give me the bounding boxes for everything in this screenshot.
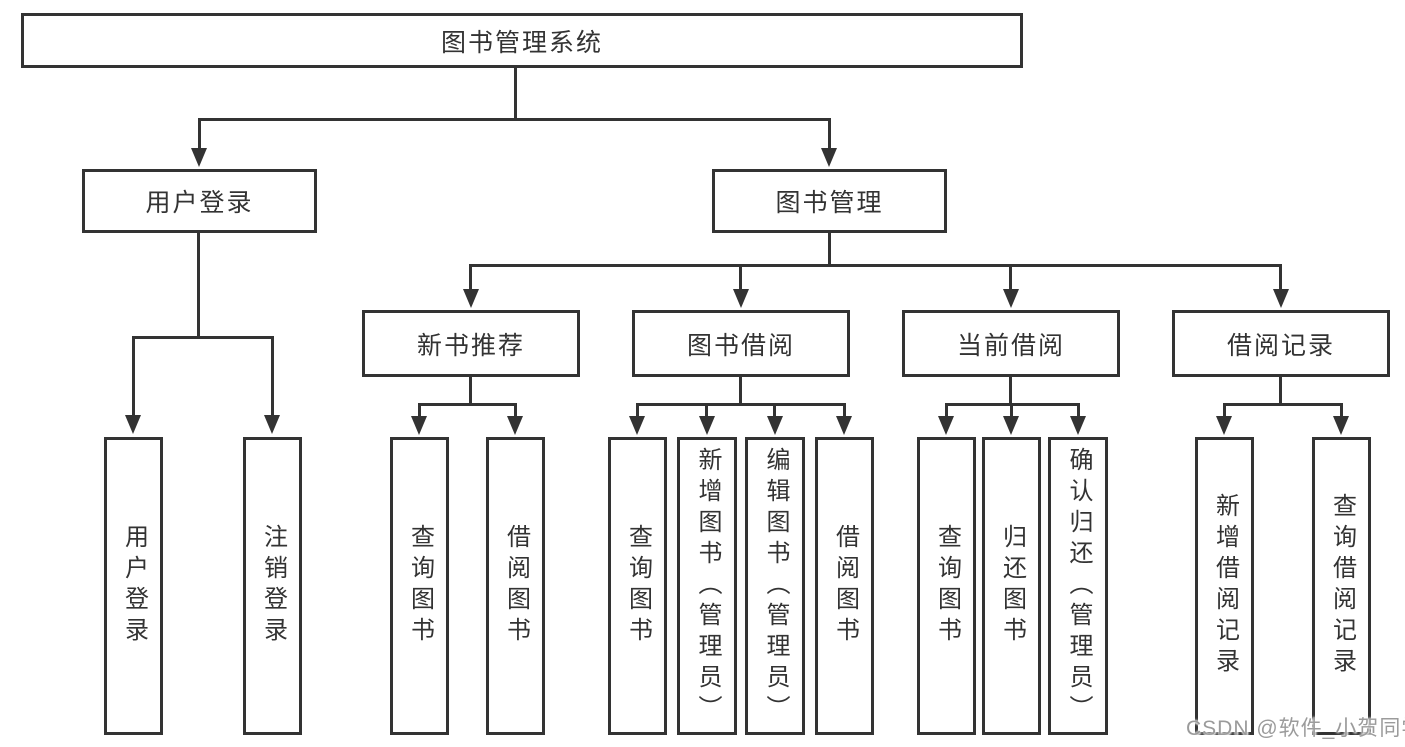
connector-borrowrecord-rail [1223,403,1343,406]
arrowhead-icon [629,416,645,435]
arrowhead-icon [264,415,280,434]
leaf-user-login: 用户登录 [104,437,163,735]
connector-stub [945,403,948,417]
node-root: 图书管理系统 [21,13,1023,68]
connector-currentborrow-stem [1009,377,1012,403]
node-user-login: 用户登录 [82,169,317,233]
connector-stub [1010,403,1013,417]
connector-stub [271,336,274,416]
connector-stub [514,403,517,417]
arrowhead-icon [411,416,427,435]
node-book-borrow: 图书借阅 [632,310,850,377]
arrowhead-icon [1070,416,1086,435]
leaf-query-borrow-record: 查询借阅记录 [1312,437,1371,735]
leaf-return-book: 归还图书 [982,437,1041,735]
arrowhead-icon [1003,416,1019,435]
connector-level2-rail [198,118,831,121]
connector-newbook-stem [469,377,472,403]
connector-userlogin-stem [197,233,200,336]
arrowhead-icon [1333,416,1349,435]
arrowhead-icon [733,289,749,308]
arrowhead-icon [507,416,523,435]
arrowhead-icon [1273,289,1289,308]
arrowhead-icon [836,416,852,435]
leaf-query-book-1: 查询图书 [390,437,449,735]
leaf-add-book-admin: 新增图书（管理员） [677,437,737,735]
arrowhead-icon [191,148,207,167]
leaf-logout: 注销登录 [243,437,302,735]
connector-stub [773,403,776,417]
arrowhead-icon [767,416,783,435]
connector-stub [418,403,421,417]
connector-stub [739,264,742,290]
connector-bookmgmt-stem [828,233,831,264]
connector-stub [1009,264,1012,290]
connector-bookborrow-stem [739,377,742,403]
leaf-borrow-book-1: 借阅图书 [486,437,545,735]
arrowhead-icon [125,415,141,434]
connector-newbook-rail [418,403,517,406]
connector-borrowrecord-stem [1279,377,1282,403]
arrowhead-icon [821,148,837,167]
connector-bookborrow-rail [636,403,846,406]
arrowhead-icon [1003,289,1019,308]
arrowhead-icon [938,416,954,435]
leaf-borrow-book-2: 借阅图书 [815,437,874,735]
node-current-borrow: 当前借阅 [902,310,1120,377]
leaf-edit-book-admin: 编辑图书（管理员） [745,437,805,735]
connector-stub [705,403,708,417]
connector-userlogin-rail [132,336,274,339]
node-borrow-record: 借阅记录 [1172,310,1390,377]
connector-stub [1279,264,1282,290]
connector-level3-rail [470,264,1281,267]
connector-stub [636,403,639,417]
leaf-add-borrow-record: 新增借阅记录 [1195,437,1254,735]
leaf-confirm-return-admin: 确认归还（管理员） [1048,437,1108,735]
connector-stub [1223,403,1226,417]
node-book-management: 图书管理 [712,169,947,233]
connector-stub [469,264,472,290]
leaf-query-book-2: 查询图书 [608,437,667,735]
connector-stub [132,336,135,416]
node-new-book-recommend: 新书推荐 [362,310,580,377]
connector-stub [198,118,201,150]
connector-root-stem [514,68,517,118]
arrowhead-icon [1216,416,1232,435]
csdn-watermark: CSDN @软件_小贺同学 [1186,717,1405,740]
connector-stub [1340,403,1343,417]
leaf-query-book-3: 查询图书 [917,437,976,735]
connector-stub [1077,403,1080,417]
connector-stub [843,403,846,417]
arrowhead-icon [463,289,479,308]
connector-stub [828,118,831,150]
arrowhead-icon [699,416,715,435]
